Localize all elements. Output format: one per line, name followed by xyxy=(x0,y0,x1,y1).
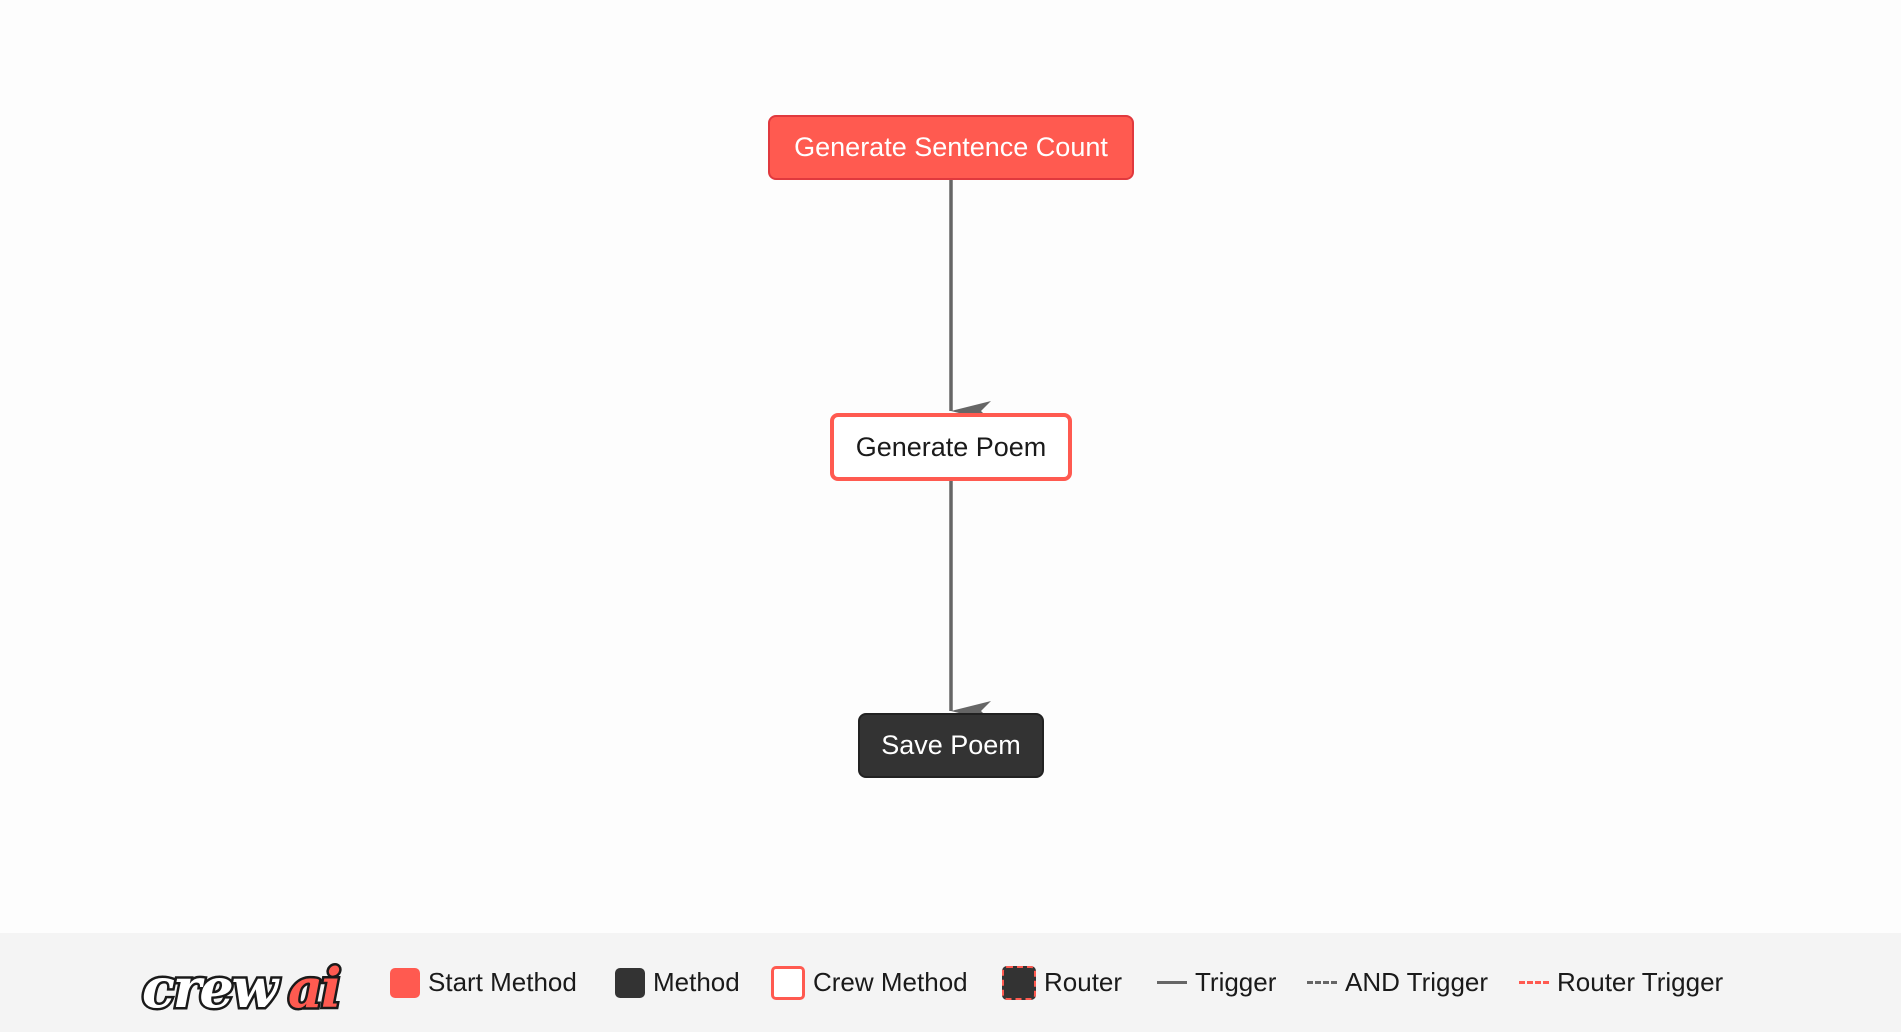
crewai-logo: crew ai xyxy=(140,954,345,1022)
legend-label: Start Method xyxy=(428,967,577,997)
node-save-poem[interactable]: Save Poem xyxy=(858,713,1044,778)
node-generate-sentence-count[interactable]: Generate Sentence Count xyxy=(768,115,1134,180)
start-method-swatch-icon xyxy=(390,967,420,998)
solid-line-icon xyxy=(1157,981,1187,984)
dashed-grey-line-icon xyxy=(1307,981,1337,984)
legend-label: Method xyxy=(653,967,740,997)
dashed-red-line-icon xyxy=(1519,981,1549,984)
svg-text:ai: ai xyxy=(288,956,340,1020)
crew-method-swatch-icon xyxy=(771,965,805,1000)
legend-and-trigger: AND Trigger xyxy=(1307,933,1488,1032)
method-swatch-icon xyxy=(615,967,645,998)
node-generate-poem[interactable]: Generate Poem xyxy=(830,413,1072,481)
legend-crew-method: Crew Method xyxy=(771,933,968,1032)
legend-bar: crew ai Start Method Method Crew Method … xyxy=(0,933,1901,1032)
legend-method: Method xyxy=(615,933,740,1032)
legend-label: Trigger xyxy=(1195,967,1277,997)
legend-start-method: Start Method xyxy=(390,933,577,1032)
legend-trigger: Trigger xyxy=(1157,933,1276,1032)
legend-label: AND Trigger xyxy=(1345,967,1489,997)
flow-canvas: Generate Sentence Count Generate Poem Sa… xyxy=(768,115,1134,778)
flow-edges xyxy=(949,180,991,721)
legend-router: Router xyxy=(1002,933,1122,1032)
legend-label: Crew Method xyxy=(813,967,968,997)
router-swatch-icon xyxy=(1002,965,1036,1000)
svg-text:crew: crew xyxy=(142,956,281,1020)
legend-label: Router xyxy=(1044,967,1123,997)
legend-label: Router Trigger xyxy=(1557,967,1724,997)
legend-router-trigger: Router Trigger xyxy=(1519,933,1723,1032)
